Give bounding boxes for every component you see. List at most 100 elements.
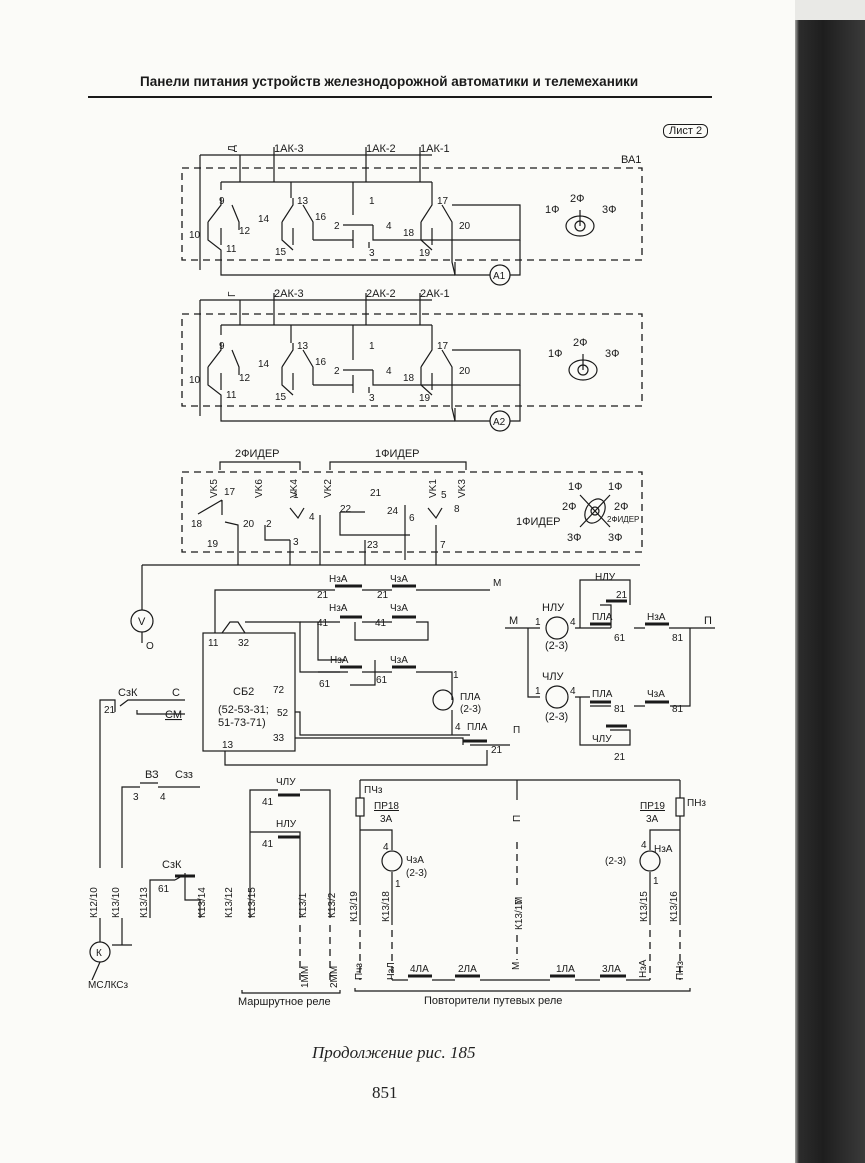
ll-21: 21 — [104, 705, 116, 716]
ll-w2: К13/13 — [139, 887, 150, 918]
ll-w1: К13/10 — [111, 887, 122, 918]
rl-4b: 4 — [641, 840, 647, 851]
voltmeter: V О — [130, 565, 154, 652]
rl-nza: НзА — [654, 844, 673, 855]
col-2ak3: 2АК-3 — [274, 288, 304, 300]
f-8: 8 — [454, 504, 460, 515]
voltmeter-node: О — [146, 641, 154, 652]
rb-m: М — [509, 615, 518, 627]
t-14: 14 — [258, 214, 270, 225]
fk-right-label: 2ФИДЕР — [607, 515, 639, 524]
c-61b: 61 — [376, 675, 388, 686]
ll-szz: Сзз — [175, 769, 193, 781]
phase-selector-knob-2[interactable]: 1Ф 2Ф 3Ф — [548, 337, 619, 381]
phase-selector-knob-1[interactable]: 1Ф 2Ф 3Ф — [545, 193, 616, 237]
f-24: 24 — [387, 506, 399, 517]
t2-3: 3 — [369, 393, 375, 404]
t2-2: 2 — [334, 366, 340, 377]
ll-1mm: 1ММ — [300, 966, 311, 988]
rl-b7: НзА — [638, 959, 649, 978]
c-1: 1 — [453, 670, 459, 681]
sb2-pin-13: 13 — [222, 740, 234, 751]
sb2-pin-52: 52 — [277, 708, 289, 719]
circuit-diagram: ВА1 Д 1АК-3 1АК-2 1АК-1 А1 9 10 11 12 13… — [88, 143, 715, 1008]
knob1-top: 2Ф — [570, 193, 584, 205]
vk2: VK2 — [323, 479, 334, 498]
group-1-fider: 1ФИДЕР — [375, 448, 420, 460]
ll-w5: К13/15 — [247, 887, 258, 918]
rl-fuse-19: 3А — [646, 814, 659, 825]
rb-chlu: ЧЛУ — [542, 671, 565, 683]
sb2-pin-33: 33 — [273, 733, 285, 744]
f-23: 23 — [367, 540, 379, 551]
f-2: 2 — [266, 519, 272, 530]
feeder-selector-knob[interactable]: 1Ф 1Ф 2Ф 2Ф 1ФИДЕР 2ФИДЕР 3Ф 3Ф — [516, 481, 639, 544]
sb2-pin-11: 11 — [208, 638, 219, 649]
ll-lksz: ЛКСз — [104, 980, 128, 991]
t-20: 20 — [459, 221, 471, 232]
switch-name-1: ВА1 — [621, 154, 641, 166]
rl-nza-sub: (2-3) — [605, 856, 626, 867]
c-4: 4 — [455, 722, 461, 733]
ll-w3: К13/14 — [197, 887, 208, 918]
sb2-block: СБ2 (52-53-31; 51-73-71) 11 32 72 52 33 … — [202, 574, 520, 766]
ll-41b: 41 — [262, 839, 274, 850]
rl-w1: К13/18 — [381, 891, 392, 922]
ammeter-a2-label: А2 — [493, 417, 506, 428]
c-41a: 41 — [317, 618, 329, 629]
c-chza-2: ЧзА — [390, 603, 408, 614]
header-rule — [88, 96, 712, 98]
ll-vz: ВЗ — [145, 769, 159, 781]
left-lower-circuit: СзК С СМ 21 ВЗ Сзз 3 4 СзК 61 ЧЛУ 41 НЛУ… — [88, 687, 341, 1008]
fk-mr: 2Ф — [614, 501, 628, 513]
rl-fuse-18: 3А — [380, 814, 393, 825]
f-19: 19 — [207, 539, 219, 550]
c-nza-3: НзА — [330, 655, 349, 666]
c-nza-2: НзА — [329, 603, 348, 614]
ll-chlu: ЧЛУ — [276, 777, 296, 788]
t2-19: 19 — [419, 393, 431, 404]
rl-pr19: ПР19 — [640, 801, 665, 812]
c-pla-2: ПЛА — [467, 722, 488, 733]
t2-12: 12 — [239, 373, 251, 384]
f-3: 3 — [293, 537, 299, 548]
group-2-fider: 2ФИДЕР — [235, 448, 280, 460]
rb-81b: 81 — [614, 704, 626, 715]
ll-route-relay: Маршрутное реле — [238, 996, 331, 1008]
sb2-box — [202, 632, 296, 752]
t2-20: 20 — [459, 366, 471, 377]
fk-br: 3Ф — [608, 532, 622, 544]
knob2-top: 2Ф — [573, 337, 587, 349]
rl-b3: 2ЛА — [458, 964, 477, 975]
fk-tl: 1Ф — [568, 481, 582, 493]
t-4: 4 — [386, 221, 392, 232]
ll-szk: СзК — [118, 687, 138, 699]
col-2ak2: 2АК-2 — [366, 288, 396, 300]
knob1-right: 3Ф — [602, 204, 616, 216]
rl-b5: 1ЛА — [556, 964, 575, 975]
c-21a: 21 — [317, 590, 329, 601]
rl-pr18: ПР18 — [374, 801, 399, 812]
switch-block-2: Г 2АК-3 2АК-2 2АК-1 А2 9 10 11 12 13 14 … — [181, 288, 643, 432]
rl-chza-sub: (2-3) — [406, 868, 427, 879]
ll-c: С — [172, 687, 180, 699]
t2-14: 14 — [258, 359, 270, 370]
rb-n1a: 1 — [535, 617, 541, 628]
vk3: VK3 — [457, 479, 468, 498]
ll-w7: К13/2 — [327, 892, 338, 918]
rb-nza: НзА — [647, 612, 666, 623]
switch-block-1: ВА1 Д 1АК-3 1АК-2 1АК-1 А1 9 10 11 12 13… — [181, 143, 643, 286]
t-17: 17 — [437, 196, 449, 207]
f-7: 7 — [440, 540, 446, 551]
ll-4: 4 — [160, 792, 166, 803]
f-21: 21 — [370, 488, 382, 499]
rl-b4: М — [511, 962, 522, 970]
feeder-switch-block: 2ФИДЕР 1ФИДЕР VK5 VK6 VK4 VK2 VK1 VK3 17… — [142, 448, 643, 566]
rl-chza: ЧзА — [406, 855, 424, 866]
ll-w4: К13/12 — [224, 887, 235, 918]
c-21b: 21 — [377, 590, 389, 601]
ll-szk2: СзК — [162, 859, 182, 871]
t-10: 10 — [189, 230, 201, 241]
rl-m: М — [514, 897, 525, 905]
c-nza-1: НзА — [329, 574, 348, 585]
